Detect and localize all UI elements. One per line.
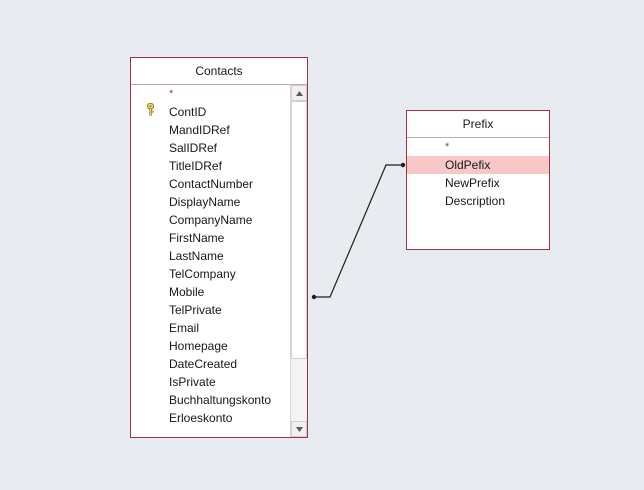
field-name-label: MandIDRef	[169, 123, 230, 137]
triangle-up-icon	[295, 90, 303, 96]
primary-key-icon	[147, 103, 154, 116]
field-name-label: DateCreated	[169, 357, 238, 371]
scroll-up-arrow-icon[interactable]	[291, 85, 307, 101]
field-row[interactable]: Mobile	[131, 283, 307, 301]
field-name-label: TelPrivate	[169, 303, 222, 317]
field-name-label: Homepage	[169, 339, 228, 353]
field-row[interactable]: DateCreated	[131, 355, 307, 373]
field-name-label: *	[169, 88, 174, 100]
relationship-endpoint-right	[400, 162, 406, 168]
field-row[interactable]: Erloeskonto	[131, 409, 307, 427]
field-row[interactable]: Homepage	[131, 337, 307, 355]
scrollbar-track-lower[interactable]	[291, 359, 307, 421]
field-row[interactable]: IsPrivate	[131, 373, 307, 391]
field-name-label: Buchhaltungskonto	[169, 393, 272, 407]
vertical-scrollbar[interactable]	[290, 85, 307, 437]
field-row[interactable]: DisplayName	[131, 193, 307, 211]
field-row[interactable]: SalIDRef	[131, 139, 307, 157]
field-row-new-record[interactable]: *	[407, 138, 549, 156]
field-row[interactable]: TelPrivate	[131, 301, 307, 319]
field-row[interactable]: Buchhaltungskonto	[131, 391, 307, 409]
field-name-label: DisplayName	[169, 195, 241, 209]
field-name-label: FirstName	[169, 231, 225, 245]
scrollbar-thumb[interactable]	[291, 101, 307, 359]
field-row[interactable]: FirstName	[131, 229, 307, 247]
field-name-label: Description	[445, 194, 506, 208]
field-row-new-record[interactable]: *	[131, 85, 307, 103]
field-row[interactable]: OldPefix	[407, 156, 549, 174]
field-row[interactable]: ContID	[131, 103, 307, 121]
field-row[interactable]: MandIDRef	[131, 121, 307, 139]
relationship-endpoint-left	[311, 294, 317, 300]
field-row[interactable]: LastName	[131, 247, 307, 265]
field-name-label: IsPrivate	[169, 375, 216, 389]
field-name-label: TitleIDRef	[169, 159, 222, 173]
field-name-label: Email	[169, 321, 200, 335]
field-row[interactable]: TelCompany	[131, 265, 307, 283]
field-name-label: TelCompany	[169, 267, 236, 281]
field-name-label: ContactNumber	[169, 177, 254, 191]
field-name-label: *	[445, 141, 450, 153]
field-name-label: SalIDRef	[169, 141, 218, 155]
field-name-label: Mobile	[169, 285, 205, 299]
table-title-contacts[interactable]: Contacts	[131, 58, 307, 85]
triangle-down-icon	[295, 426, 303, 432]
field-name-label: NewPrefix	[445, 176, 500, 190]
field-row[interactable]: Email	[131, 319, 307, 337]
field-name-label: LastName	[169, 249, 224, 263]
scroll-down-arrow-icon[interactable]	[291, 421, 307, 437]
field-row[interactable]: CompanyName	[131, 211, 307, 229]
field-name-label: ContID	[169, 105, 207, 119]
field-name-label: OldPefix	[445, 158, 491, 172]
relationship-line	[314, 164, 403, 298]
field-name-label: CompanyName	[169, 213, 253, 227]
field-name-label: Erloeskonto	[169, 411, 233, 425]
field-row[interactable]: ContactNumber	[131, 175, 307, 193]
primary-key-icon	[145, 103, 163, 121]
field-row[interactable]: Description	[407, 192, 549, 210]
field-row[interactable]: TitleIDRef	[131, 157, 307, 175]
table-title-prefix[interactable]: Prefix	[407, 111, 549, 138]
field-row[interactable]: NewPrefix	[407, 174, 549, 192]
